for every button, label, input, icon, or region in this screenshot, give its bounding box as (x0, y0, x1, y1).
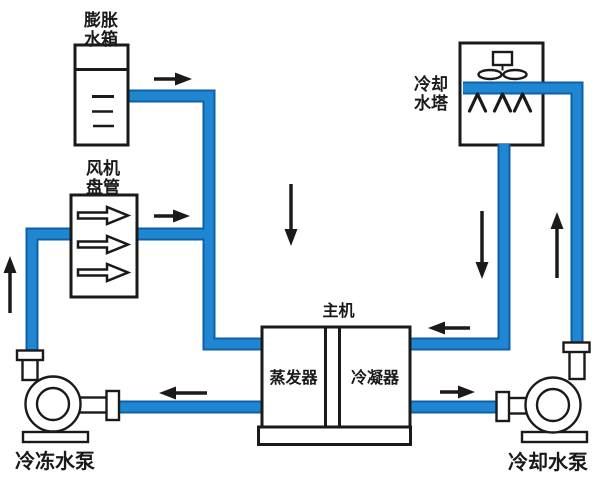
fan-coil-label: 风机 (86, 158, 120, 179)
spray-nozzles (467, 92, 533, 113)
main-unit (257, 325, 412, 446)
pump-outlet-flange (562, 341, 591, 354)
condenser-label: 冷凝器 (351, 368, 400, 387)
arrow-fancoil-outlet-right-icon (154, 209, 190, 223)
chilled-pump-label: 冷冻水泵 (15, 449, 95, 473)
pump-outlet-neck (568, 349, 586, 381)
cooling-tower-label: 冷却 (414, 74, 448, 95)
pump-outlet-flange (105, 389, 121, 422)
cooling-tower-internals (467, 50, 533, 113)
fan-coil-unit (69, 193, 139, 299)
spray-nozzle-icon (492, 92, 513, 113)
spray-nozzle-icon (467, 92, 488, 113)
arrow-tank-outlet-right-icon (154, 72, 192, 86)
pump-inlet-flange (495, 390, 511, 423)
arrow-supply-down-icon (284, 184, 298, 246)
main-unit-label: 主机 (322, 301, 354, 320)
pump-impeller (35, 386, 71, 422)
arrow-return-up-icon (3, 256, 17, 313)
arrow-condenser-supply-left-icon (428, 321, 470, 335)
spray-nozzle-icon (512, 92, 533, 113)
expansion-tank-label: 水箱 (84, 29, 118, 50)
condenser-inlet-pipe (410, 144, 504, 344)
arrow-condenser-to-pump-right-icon (440, 385, 475, 399)
pump-inlet-neck (21, 356, 39, 382)
pump-inlet-flange (15, 349, 45, 362)
arrow-evap-return-left-icon (159, 386, 207, 400)
arrow-tower-down-icon (475, 211, 489, 279)
pump-base (21, 430, 90, 444)
arrow-riser-up-icon (550, 212, 564, 278)
tower-fan-motor (491, 50, 514, 67)
expansion-tank-label: 膨胀 (84, 10, 118, 31)
fan-blade-icon (477, 68, 503, 81)
pump-impeller (535, 387, 571, 423)
flow-arrows (3, 72, 564, 400)
chilled-water-pump (15, 349, 121, 444)
airflow-arrow-icon (76, 262, 132, 283)
labels: 膨胀 水箱 风机 盘管 冷却 水塔 主机 蒸发器 冷凝器 冷冻水泵 冷却水泵 (15, 10, 588, 474)
main-unit-base (257, 425, 412, 446)
fan-coil-label: 盘管 (86, 177, 120, 198)
airflow-arrow-icon (76, 234, 132, 255)
expansion-tank (73, 43, 130, 147)
evaporator-label: 蒸发器 (269, 368, 318, 387)
cooling-pump-label: 冷却水泵 (508, 450, 588, 474)
chilled-supply-pipe (128, 96, 262, 344)
airflow-arrow-icon (76, 205, 132, 226)
cooling-tower-label: 水塔 (414, 93, 449, 114)
cooling-water-pump (495, 341, 591, 444)
main-unit-body (260, 325, 412, 429)
fan-blade-icon (502, 68, 528, 81)
